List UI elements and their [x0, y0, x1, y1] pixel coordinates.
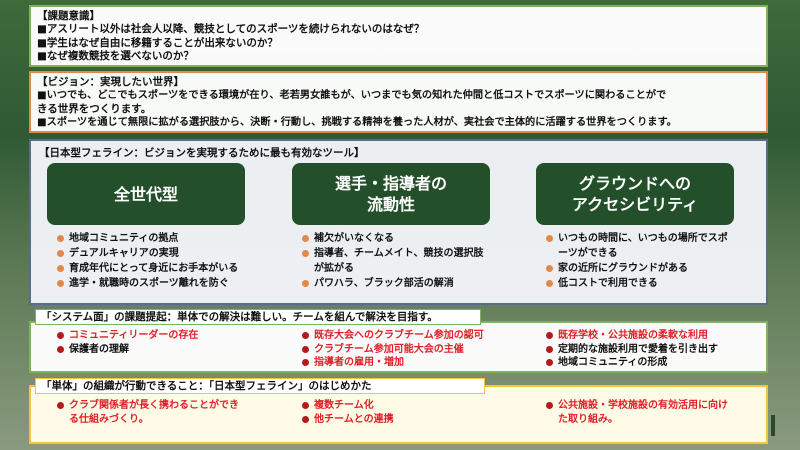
tool-title: 【日本型フェライン：ビジョンを実現するために最も有効なツール】 [39, 147, 365, 159]
list-item: 定期的な施設利用で愛着を引き出す [546, 343, 718, 357]
list-item: クラブチーム参加可能大会の主催 [302, 343, 484, 357]
list-item-continued: ーツができる [558, 248, 618, 259]
single-column-1: クラブ関係者が長く携わることができ る仕組みづくり。 [57, 399, 239, 426]
list-item: 公共施設・学校施設の有効活用に向け [546, 399, 728, 413]
list-item: デュアルキャリアの実現 [57, 246, 277, 261]
issue-line: ■なぜ複数競技を選べないのか？ [37, 50, 194, 62]
list-item: 既存大会へのクラブチーム参加の認可 [302, 329, 484, 343]
vision-line: きる世界をつくります。 [37, 102, 152, 115]
system-panel: コミュニティリーダーの存在 保護者の理解 既存大会へのクラブチーム参加の認可 ク… [29, 321, 768, 373]
list-item: 家の近所にグラウンドがある [546, 261, 766, 276]
system-column-2: 既存大会へのクラブチーム参加の認可 クラブチーム参加可能大会の主催 指導者の雇用… [302, 329, 484, 370]
vision-panel: 【ビジョン：実現したい世界】 ■いつでも、どこでもスポーツをできる環境が在り、老… [29, 71, 768, 133]
list-item: 地域コミュニティの拠点 [57, 231, 277, 246]
list-item: 育成年代にとって身近にお手本がいる [57, 261, 277, 276]
issue-panel: 【課題意識】 ■アスリート以外は社会人以降、競技としてのスポーツを続けられないの… [29, 5, 768, 67]
list-item-continued: が拡がる [314, 263, 354, 274]
decorative-bar [771, 415, 775, 436]
vision-title: 【ビジョン：実現したい世界】 [37, 76, 184, 88]
column-all-generations: 地域コミュニティの拠点 デュアルキャリアの実現 育成年代にとって身近にお手本がい… [57, 231, 277, 291]
vision-line: ■いつでも、どこでもスポーツをできる環境が在り、老若男女誰もが、いつまでも気の知… [37, 90, 667, 101]
column-accessibility: いつもの時間に、いつもの場所でスポ ーツができる 家の近所にグラウンドがある 低… [546, 231, 766, 291]
list-item: 地域コミュニティの形成 [546, 356, 718, 370]
single-tag: 「単体」の組織が行動できること：「日本型フェライン」のはじめかた [35, 378, 485, 394]
issue-line: ■アスリート以外は社会人以降、競技としてのスポーツを続けられないのはなぜ？ [37, 23, 425, 35]
list-item: 既存学校・公共施設の柔軟な利用 [546, 329, 718, 343]
list-item: 指導者の雇用・増加 [302, 356, 484, 370]
list-item-continued: た取り組み。 [558, 413, 618, 425]
single-column-2: 複数チーム化 他チームとの連携 [302, 399, 394, 426]
heading-all-generations: 全世代型 [47, 163, 245, 225]
list-item: コミュニティリーダーの存在 [57, 329, 198, 343]
list-item: 進学・就職時のスポーツ離れを防ぐ [57, 276, 277, 291]
list-item: クラブ関係者が長く携わることができ [57, 399, 239, 413]
system-column-1: コミュニティリーダーの存在 保護者の理解 [57, 329, 198, 356]
list-item-continued: る仕組みづくり。 [69, 413, 149, 425]
issue-line: ■学生はなぜ自由に移籍することが出来ないのか？ [37, 36, 278, 49]
column-mobility: 補欠がいなくなる 指導者、チームメイト、競技の選択肢 が拡がる パワハラ、ブラッ… [302, 231, 522, 291]
system-tag: 「システム面」の課題提起：単体での解決は難しい。チームを組んで解決を目指す。 [35, 309, 481, 325]
tool-panel: 【日本型フェライン：ビジョンを実現するために最も有効なツール】 全世代型 選手・… [29, 139, 768, 305]
list-item: いつもの時間に、いつもの場所でスポ [546, 231, 766, 246]
single-column-3: 公共施設・学校施設の有効活用に向け た取り組み。 [546, 399, 728, 426]
list-item: 他チームとの連携 [302, 413, 394, 427]
heading-accessibility: グラウンドへの アクセシビリティ [536, 163, 734, 225]
list-item: パワハラ、ブラック部活の解消 [302, 276, 522, 291]
list-item: 複数チーム化 [302, 399, 394, 413]
issue-title: 【課題意識】 [37, 10, 100, 22]
list-item: 補欠がいなくなる [302, 231, 522, 246]
vision-line: ■スポーツを通じて無限に拡がる選択肢から、決断・行動し、挑戦する精神を養った人材… [37, 117, 677, 128]
heading-mobility: 選手・指導者の 流動性 [292, 163, 490, 225]
list-item: 保護者の理解 [57, 343, 198, 357]
system-column-3: 既存学校・公共施設の柔軟な利用 定期的な施設利用で愛着を引き出す 地域コミュニテ… [546, 329, 718, 370]
list-item: 低コストで利用できる [546, 276, 766, 291]
list-item: 指導者、チームメイト、競技の選択肢 [302, 246, 522, 261]
